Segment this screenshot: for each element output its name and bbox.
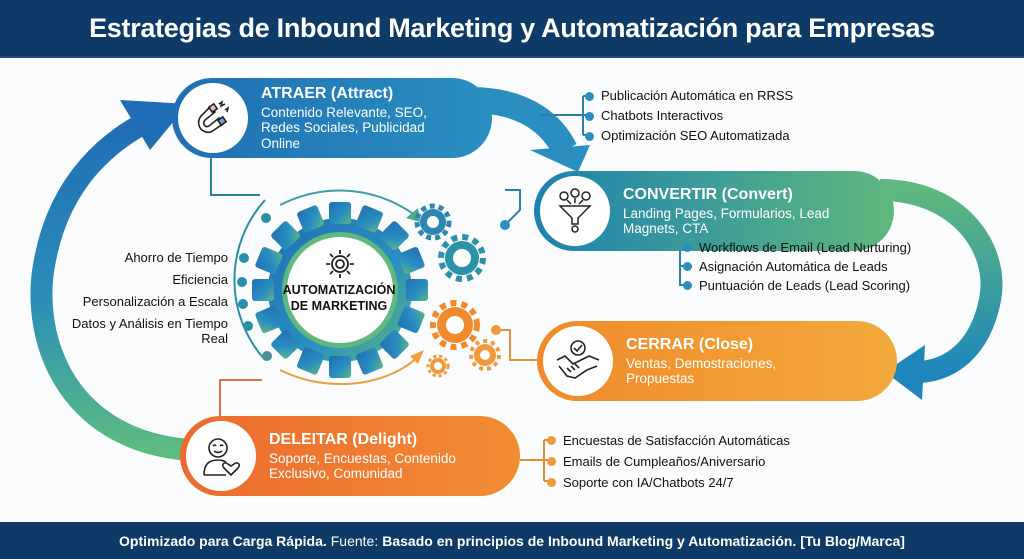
list-item: Emails de Cumpleaños/Aniversario [547,451,790,472]
attract-automation-list: Publicación Automática en RRSS Chatbots … [585,86,793,146]
stage-title: DELEITAR (Delight) [269,430,418,448]
list-item: Workflows de Email (Lead Nurturing) [683,238,911,257]
cycle-arrow-right [879,179,1003,400]
stage-convert: CONVERTIR (Convert) Landing Pages, Formu… [534,171,894,251]
stage-title: CONVERTIR (Convert) [623,185,793,203]
automation-gear [252,202,428,378]
benefit-item: Datos y Análisis en Tiempo Real [71,316,228,346]
benefit-item: Personalización a Escala [82,294,228,309]
stage-description: Ventas, Demostraciones, Propuestas [626,355,777,386]
handshake-icon [543,326,613,396]
footer-bar: Optimizado para Carga Rápida. Fuente: Ba… [0,522,1024,559]
benefit-ring [233,189,424,386]
stage-description: Landing Pages, Formularios, Lead Magnets… [623,205,830,236]
header-bar: Estrategias de Inbound Marketing y Autom… [0,0,1024,58]
stage-description: Soporte, Encuestas, Contenido Exclusivo,… [269,450,456,481]
list-item: Soporte con IA/Chatbots 24/7 [547,472,790,493]
list-item: Puntuación de Leads (Lead Scoring) [683,276,911,295]
small-gears-teal [414,203,486,282]
stage-description: Contenido Relevante, SEO, Redes Sociales… [261,105,427,151]
benefit-item: Ahorro de Tiempo [124,250,228,265]
small-gears-orange [426,300,501,378]
convert-automation-list: Workflows de Email (Lead Nurturing) Asig… [683,238,911,295]
gear-icon [326,250,354,278]
stage-attract: ATRAER (Attract) Contenido Relevante, SE… [172,78,492,158]
footer-source: Basado en principios de Inbound Marketin… [382,532,905,549]
page-title: Estrategias de Inbound Marketing y Autom… [89,12,935,43]
magnet-icon [178,83,248,153]
benefit-item: Eficiencia [172,272,228,287]
center-connectors [210,158,521,226]
stage-delight: DELEITAR (Delight) Soporte, Encuestas, C… [180,416,520,496]
benefits-list: Ahorro de Tiempo Eficiencia Personalizac… [48,250,228,353]
list-item: Optimización SEO Automatizada [585,126,793,146]
list-item: Asignación Automática de Leads [683,257,911,276]
cycle-arrow-left [30,100,191,461]
center-label: AUTOMATIZACIÓN DE MARKETING [282,283,396,313]
happy-customer-icon [186,421,256,491]
list-item: Chatbots Interactivos [585,106,793,126]
funnel-icon [540,176,610,246]
delight-automation-list: Encuestas de Satisfacción Automáticas Em… [547,430,790,493]
stage-title: ATRAER (Attract) [261,85,394,103]
footer-note: Optimizado para Carga Rápida. [119,532,327,549]
footer-source-label: Fuente: [330,532,379,549]
stage-close: CERRAR (Close) Ventas, Demostraciones, P… [537,321,897,401]
close-connector [495,329,537,361]
stage-title: CERRAR (Close) [626,335,754,353]
list-item: Publicación Automática en RRSS [585,86,793,106]
list-item: Encuestas de Satisfacción Automáticas [547,430,790,451]
delight-connector [219,379,262,416]
